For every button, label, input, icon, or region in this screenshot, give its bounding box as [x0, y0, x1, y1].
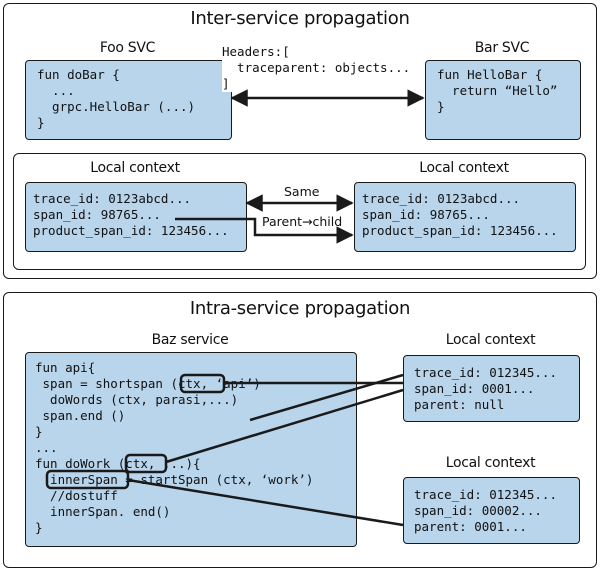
bar-svc-code: fun HelloBar { return “Hello” }: [437, 67, 558, 114]
link-dowork-ctx-to-top: [165, 388, 404, 464]
link-words-to-top: [249, 373, 404, 422]
local-context-left-title: Local context: [90, 160, 180, 176]
baz-service-box: [25, 352, 357, 547]
bar-svc-label: Bar SVC: [474, 40, 530, 56]
foo-svc-code: fun doBar { ... grpc.HelloBar (...) }: [37, 67, 196, 130]
link-innerspan-to-bottom: [127, 478, 404, 527]
baz-service-label: Baz service: [151, 332, 229, 348]
parent-child-label: Parent→child: [262, 214, 343, 229]
local-context-left-box: [25, 182, 247, 252]
local-context-right-box: [354, 182, 576, 252]
local-context-bottom-box: [403, 477, 580, 544]
inter-service-title: Inter-service propagation: [190, 8, 410, 29]
local-context-bottom-title: Local context: [445, 455, 536, 471]
bar-svc-box: [425, 60, 581, 140]
local-context-right-title: Local context: [419, 160, 509, 176]
parent-child-arrow: [175, 217, 354, 244]
ctx-highlight-dowork: [124, 453, 168, 474]
headers-text: Headers:[ traceparent: objects... ]: [222, 44, 411, 92]
innerspan-highlight: [45, 469, 130, 490]
local-context-left-code: trace_id: 0123abcd... span_id: 98765... …: [33, 191, 229, 238]
intra-service-title: Intra-service propagation: [189, 298, 411, 319]
local-context-top-box: [403, 355, 580, 422]
ctx-highlight-api: [179, 373, 226, 394]
foo-svc-label: Foo SVC: [99, 40, 156, 56]
local-context-top-title: Local context: [445, 332, 536, 348]
local-context-right-code: trace_id: 0123abcd... span_id: 98765... …: [362, 191, 558, 238]
local-context-bottom-code: trace_id: 012345... span_id: 00002... pa…: [414, 487, 557, 534]
local-context-top-code: trace_id: 012345... span_id: 0001... par…: [414, 365, 557, 412]
